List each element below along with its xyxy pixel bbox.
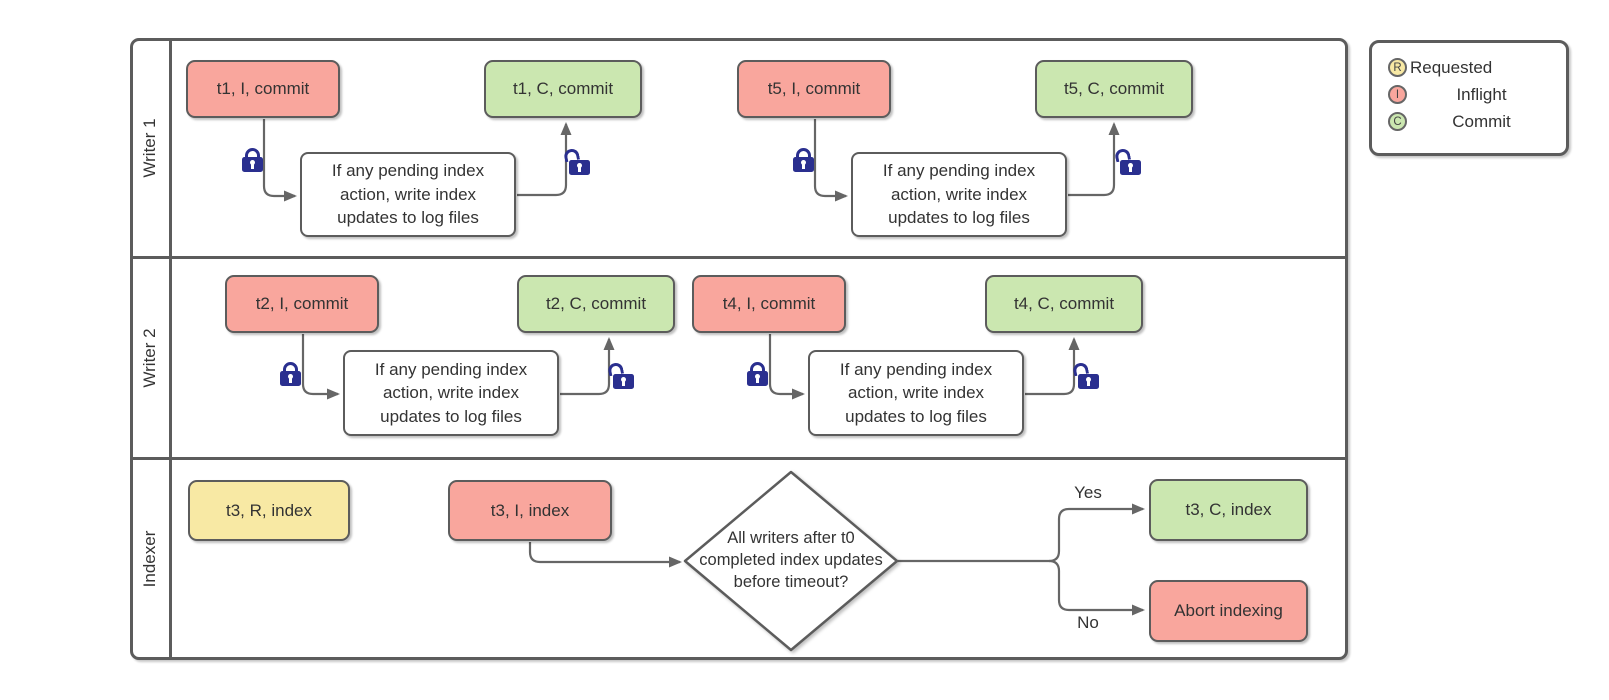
commit-badge-icon: C xyxy=(1388,112,1407,131)
process-writer1-b: If any pending index action, write index… xyxy=(851,152,1067,237)
legend-row-commit: C Commit xyxy=(1388,108,1556,135)
open-lock-icon xyxy=(562,147,591,177)
event-t4-commit: t4, C, commit xyxy=(985,275,1143,333)
legend: R Requested I Inflight C Commit xyxy=(1369,40,1569,156)
lane-divider-writer2-indexer xyxy=(130,457,1348,460)
lane-divider-writer1-writer2 xyxy=(130,256,1348,259)
inflight-badge-icon: I xyxy=(1388,85,1407,104)
no-edge-label: No xyxy=(1077,613,1099,632)
closed-lock-icon xyxy=(280,362,302,388)
closed-lock-icon xyxy=(793,148,815,174)
event-t3-inflight: t3, I, index xyxy=(448,480,612,541)
event-t5-commit: t5, C, commit xyxy=(1035,60,1193,118)
open-lock-icon xyxy=(1113,147,1142,177)
open-lock-icon xyxy=(606,361,635,391)
process-writer2-b: If any pending index action, write index… xyxy=(808,350,1024,436)
event-t1-commit: t1, C, commit xyxy=(484,60,642,118)
process-writer1-a: If any pending index action, write index… xyxy=(300,152,516,237)
yes-edge-label: Yes xyxy=(1074,483,1102,502)
closed-lock-icon xyxy=(747,362,769,388)
event-t3-requested: t3, R, index xyxy=(188,480,350,541)
event-t5-inflight: t5, I, commit xyxy=(737,60,891,118)
event-t2-commit: t2, C, commit xyxy=(517,275,675,333)
lane-label-divider xyxy=(169,38,172,660)
legend-label-inflight: Inflight xyxy=(1456,84,1507,104)
abort-indexing-node: Abort indexing xyxy=(1149,580,1308,642)
open-lock-icon xyxy=(1071,361,1100,391)
requested-badge-icon: R xyxy=(1388,58,1407,77)
legend-label-commit: Commit xyxy=(1452,111,1511,131)
legend-row-inflight: I Inflight xyxy=(1388,81,1556,108)
process-writer2-a: If any pending index action, write index… xyxy=(343,350,559,436)
legend-label-requested: Requested xyxy=(1410,57,1493,77)
decision-label: All writers after t0 completed index upd… xyxy=(699,529,883,591)
event-t1-inflight: t1, I, commit xyxy=(186,60,340,118)
decision-diamond xyxy=(683,470,899,652)
closed-lock-icon xyxy=(242,148,264,174)
event-t3-commit: t3, C, index xyxy=(1149,479,1308,541)
event-t2-inflight: t2, I, commit xyxy=(225,275,379,333)
legend-row-requested: R Requested xyxy=(1388,54,1556,81)
event-t4-inflight: t4, I, commit xyxy=(692,275,846,333)
